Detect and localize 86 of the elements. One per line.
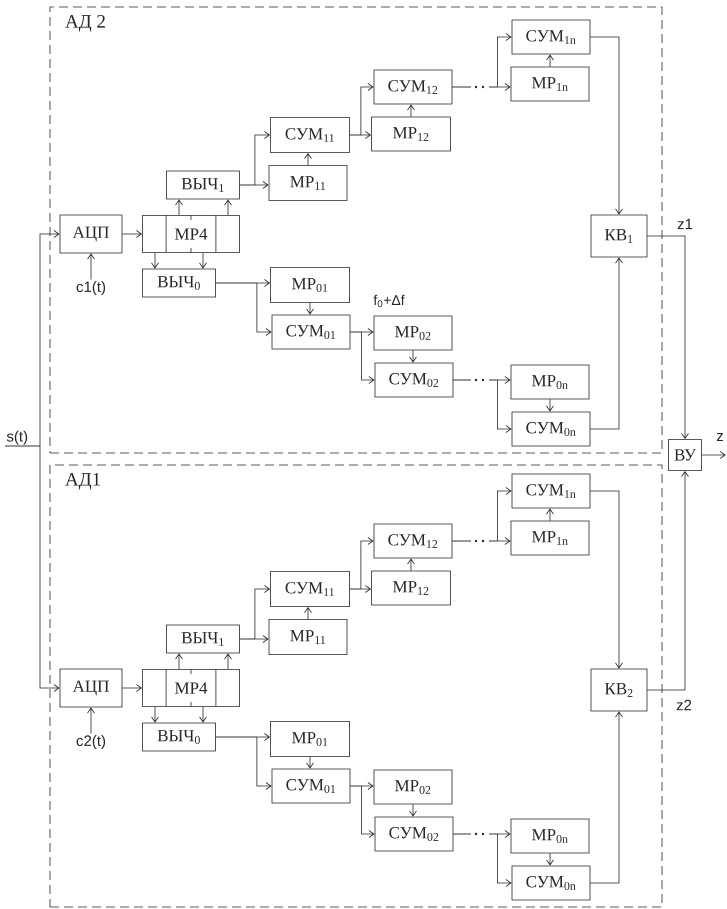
arrow: [350, 332, 375, 384]
arrow: [647, 470, 689, 690]
block-box: МР$_{11}$: [268, 165, 348, 201]
arrow: [175, 653, 183, 670]
edge-label: z2: [676, 700, 692, 710]
edge-label: z1: [678, 218, 692, 230]
arrow: [546, 853, 554, 866]
block-box: МР$_{12}$: [371, 570, 451, 606]
block-box: МР$_{1n}$: [510, 520, 590, 556]
arrow: [199, 252, 207, 269]
block-box: МР$_{12}$: [371, 116, 451, 152]
block-box: АЦП: [60, 668, 122, 708]
block-box: СУМ$_{02}$: [374, 816, 454, 852]
block-box: СУМ$_{11}$: [270, 117, 350, 153]
arrow: [702, 451, 726, 459]
block-box: СУМ$_{12}$: [374, 524, 452, 558]
block-box: ВУ: [668, 439, 702, 471]
arrow: [407, 558, 415, 571]
arrow: [240, 181, 269, 189]
arrow: [4, 446, 60, 692]
arrow: [306, 756, 314, 769]
block-box: ВЫЧ$_{1}$: [166, 170, 240, 200]
arrow: [350, 131, 372, 139]
block-box: СУМ$_{01}$: [272, 314, 350, 350]
arrow: [122, 684, 142, 692]
arrow: [407, 104, 415, 117]
signal-label: c2(t): [76, 735, 106, 749]
block-box: СУМ$_{1n}$: [512, 474, 590, 508]
arrow: [151, 252, 159, 269]
arrow: [306, 302, 314, 315]
arrow: [647, 236, 689, 440]
block-box: МР$_{0n}$: [510, 818, 590, 854]
arrow: [546, 508, 554, 521]
block-box: СУМ$_{1n}$: [512, 20, 590, 54]
arrow: [216, 736, 272, 790]
arrow: [452, 83, 511, 91]
block-box: МР$_{0n}$: [510, 364, 590, 400]
block-box: СУМ$_{0n}$: [512, 412, 590, 446]
block-box: СУМ$_{0n}$: [512, 866, 590, 900]
arrow: [350, 786, 375, 838]
block-box: СУМ$_{12}$: [374, 70, 452, 104]
block-box: МР$_{02}$: [374, 770, 452, 804]
block-box: СУМ$_{11}$: [270, 571, 350, 607]
arrow: [350, 585, 372, 593]
arrow: [453, 834, 512, 887]
block-box: МР$_{02}$: [374, 316, 452, 350]
signal-label: c1(t): [76, 281, 106, 295]
block-box: СУМ$_{02}$: [374, 362, 454, 398]
arrow: [546, 54, 554, 67]
arrow: [452, 537, 511, 545]
arrow: [304, 152, 312, 166]
block-box: МР$_{01}$: [270, 267, 350, 303]
arrow: [304, 606, 312, 620]
block-box: СУМ$_{01}$: [272, 768, 350, 804]
block-box: КВ$_{1}$: [590, 214, 648, 258]
arrow: [87, 253, 95, 280]
arrow: [175, 199, 183, 216]
block-box: МР$_{11}$: [268, 619, 348, 655]
block-box: ВЫЧ$_{1}$: [166, 624, 240, 654]
arrow: [224, 199, 232, 216]
block-box: ВЫЧ$_{0}$: [142, 268, 216, 298]
block-box: МР$_{1n}$: [510, 66, 590, 102]
arrow: [590, 711, 623, 884]
block-box: АЦП: [60, 214, 122, 254]
arrow: [409, 350, 417, 363]
arrow: [546, 399, 554, 412]
arrow: [590, 36, 623, 215]
arrow: [224, 653, 232, 670]
arrow: [590, 490, 623, 669]
arrow: [87, 707, 95, 734]
edge-label: z: [716, 433, 723, 441]
arrow: [199, 706, 207, 723]
arrow: [409, 804, 417, 817]
arrow: [151, 706, 159, 723]
arrow: [240, 635, 269, 643]
arrow: [216, 282, 272, 336]
signal-label: s(t): [6, 430, 28, 445]
arrow: [453, 380, 512, 433]
block-box: МР$_{01}$: [270, 721, 350, 757]
arrow: [590, 257, 623, 430]
register-box: МР4: [142, 668, 240, 708]
block-box: ВЫЧ$_{0}$: [142, 722, 216, 752]
block-box: КВ$_{2}$: [590, 668, 648, 712]
frequency-label: f$_{0}$+Δf: [374, 294, 405, 308]
arrow: [122, 230, 142, 238]
register-box: МР4: [142, 214, 240, 254]
